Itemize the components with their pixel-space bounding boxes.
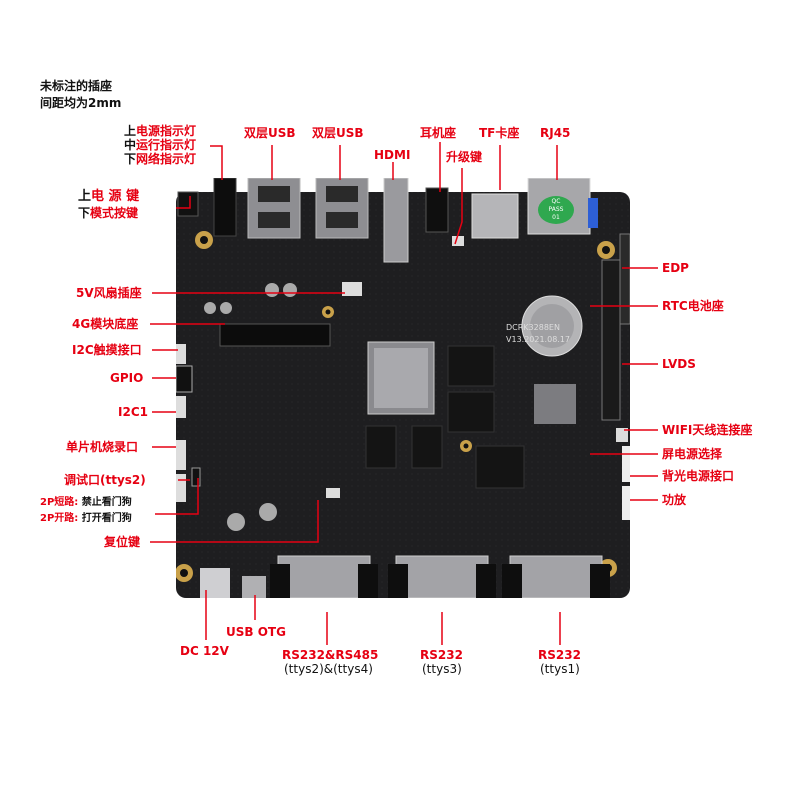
label-rj45: RJ45 [540, 126, 571, 140]
label-usb-1: 双层USB [244, 126, 296, 140]
ram-chip [447, 391, 495, 433]
label-tf-slot: TF卡座 [479, 126, 520, 140]
label-4g-module: 4G模块底座 [72, 317, 139, 331]
earphone-jack [425, 187, 449, 233]
label-lvds: LVDS [662, 357, 696, 371]
label-i2c-touch: I2C触摸接口 [72, 343, 142, 357]
gpio-header [176, 365, 193, 393]
label-rs232-ttys1: RS232 [538, 648, 581, 662]
spacing-note-line1: 未标注的插座 [40, 79, 113, 93]
label-open-watchdog: 2P开路: 打开看门狗 [40, 513, 132, 524]
backlight-header [622, 446, 630, 482]
upgrade-key [452, 236, 464, 246]
sticker-text-2: PASS [549, 206, 564, 213]
wifi-antenna [616, 428, 628, 442]
reset-key [326, 488, 340, 498]
soc-marking-2: V13.2021.08.17 [506, 335, 570, 344]
i2c1-header [176, 396, 186, 418]
label-usb-2: 双层USB [312, 126, 364, 140]
i2c-touch-header [176, 344, 186, 364]
label-upgrade-key: 升级键 [446, 150, 483, 164]
db9-port-2 [395, 555, 489, 598]
label-screen-power: 屏电源选择 [662, 447, 723, 461]
lvds-connector [601, 259, 621, 421]
ram-chip [411, 425, 443, 469]
tf-slot [471, 193, 519, 239]
dc-jack [200, 568, 230, 598]
watchdog-jumper [191, 467, 201, 487]
label-mcu-burn: 单片机烧录口 [66, 440, 139, 454]
fan-header [342, 282, 362, 296]
sticker-text-3: 01 [552, 214, 560, 221]
ram-chip [447, 345, 495, 387]
sticker-text-1: QC [552, 198, 561, 205]
label-rs232-ttys3-port: (ttys3) [422, 662, 462, 676]
ram-chip [365, 425, 397, 469]
led-block [213, 178, 237, 237]
label-hdmi: HDMI [374, 148, 411, 162]
hdmi-port [383, 178, 409, 263]
module-4g-slot [219, 323, 331, 347]
db9-port-3 [509, 555, 603, 598]
label-led-run: 中运行指示灯 [124, 138, 197, 152]
label-rs232-rs485: RS232&RS485 [282, 648, 379, 662]
label-power-key: 上电 源 键 [78, 189, 140, 204]
label-dc-12v: DC 12V [180, 644, 229, 658]
label-backlight: 背光电源接口 [662, 469, 735, 483]
power-key-header [177, 191, 199, 217]
emmc-chip [475, 445, 525, 489]
label-i2c1: I2C1 [118, 405, 148, 419]
debug-header [176, 474, 186, 502]
soc-marking: DCRK3288EN [506, 323, 560, 332]
label-earphone: 耳机座 [420, 126, 457, 140]
label-gpio: GPIO [110, 371, 144, 385]
amp-header [622, 486, 630, 520]
usb-otg-port [242, 576, 266, 598]
label-debug-port: 调试口(ttys2) [64, 473, 146, 487]
spacing-note-line2: 间距均为2mm [40, 96, 122, 110]
label-led-power: 上电源指示灯 [124, 124, 197, 138]
label-rtc: RTC电池座 [662, 299, 724, 313]
label-fan: 5V风扇插座 [76, 286, 142, 300]
label-usb-otg: USB OTG [226, 625, 286, 639]
mcu-burn-header [176, 440, 186, 470]
label-led-net: 下网络指示灯 [124, 152, 197, 166]
label-rs232-ttys3: RS232 [420, 648, 463, 662]
label-edp: EDP [662, 261, 689, 275]
label-wifi: WIFI天线连接座 [662, 423, 753, 437]
label-mode-key: 下模式按键 [78, 206, 139, 220]
label-rs232-rs485-ports: (ttys2)&(ttys4) [284, 662, 373, 676]
label-amp: 功放 [662, 493, 687, 507]
spacing-note: 未标注的插座 间距均为2mm [40, 78, 121, 112]
wifi-module [534, 384, 576, 424]
label-rs232-ttys1-port: (ttys1) [540, 662, 580, 676]
qc-sticker [538, 196, 574, 224]
label-reset-key: 复位键 [104, 535, 141, 549]
label-short-watchdog: 2P短路: 禁止看门狗 [40, 497, 132, 508]
